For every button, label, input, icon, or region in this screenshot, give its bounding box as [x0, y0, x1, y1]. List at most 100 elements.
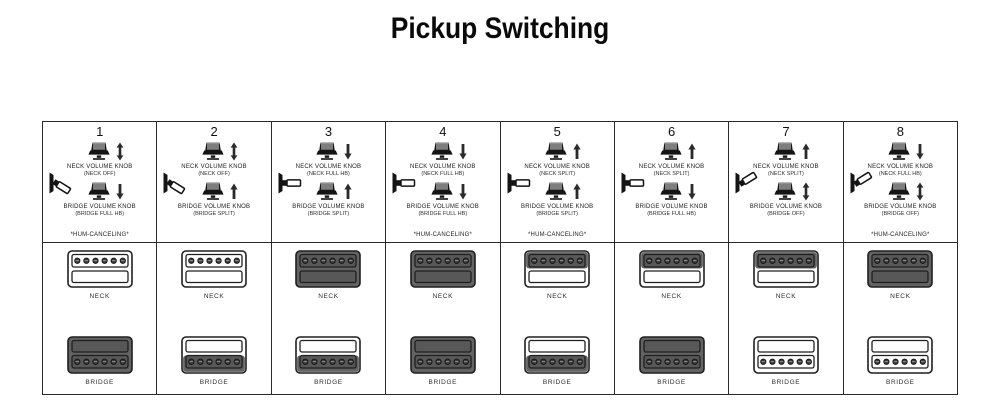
pickup-selector-switch-icon — [388, 166, 418, 200]
bridge-volume-knob-icon — [200, 181, 226, 202]
neck-knob-sublabel: (NECK FULL HB) — [421, 171, 465, 177]
neck-pickup-label: NECK — [661, 293, 682, 300]
pickup-section: NECK BRIDGE — [729, 243, 842, 394]
hum-canceling-note: *HUM-CANCELING* — [70, 232, 129, 238]
bridge-knob-arrow-icon — [458, 182, 468, 201]
neck-knob-arrow-icon — [687, 142, 697, 161]
switching-table: 1 NECK VOLUME KNOB (NECK OFF) BRIDGE VOL… — [42, 121, 958, 395]
neck-knob-row — [157, 140, 270, 163]
neck-knob-row — [386, 140, 499, 163]
bridge-pickup-label: BRIDGE — [657, 379, 686, 386]
bridge-knob-arrow-icon — [801, 182, 811, 201]
bridge-knob-label: BRIDGE VOLUME KNOB — [635, 204, 708, 210]
neck-knob-arrow-icon — [801, 142, 811, 161]
bridge-pickup-icon — [66, 336, 133, 374]
neck-pickup-label: NECK — [775, 293, 797, 300]
neck-knob-row — [272, 140, 385, 163]
neck-knob-row — [501, 140, 614, 163]
pickup-selector-switch-icon — [617, 166, 647, 200]
neck-pickup-label: NECK — [89, 293, 110, 300]
bridge-pickup-group: BRIDGE — [386, 336, 499, 386]
knob-section: 6 NECK VOLUME KNOB (NECK SPLIT) BRIDGE V… — [614, 122, 729, 243]
pickup-selector-switch-icon — [159, 166, 189, 200]
neck-volume-knob-icon — [314, 141, 340, 162]
bridge-volume-knob-icon — [886, 181, 912, 202]
knob-section: 3 NECK VOLUME KNOB (NECK FULL HB) BRIDGE… — [271, 122, 386, 243]
position-number: 1 — [96, 124, 104, 139]
bridge-pickup-group: BRIDGE — [272, 336, 385, 386]
bridge-knob-sublabel: (BRIDGE OFF) — [881, 211, 919, 217]
bridge-knob-sublabel: (BRIDGE FULL HB) — [75, 211, 125, 217]
bridge-knob-arrow-icon — [229, 182, 239, 201]
neck-knob-arrow-icon — [115, 142, 125, 161]
neck-knob-label: NECK VOLUME KNOB — [410, 164, 476, 170]
pickup-section: NECK BRIDGE — [157, 243, 270, 394]
neck-knob-row — [844, 140, 957, 163]
knob-section: 2 NECK VOLUME KNOB (NECK OFF) BRIDGE VOL… — [157, 122, 271, 243]
bridge-knob-sublabel: (BRIDGE FULL HB) — [418, 211, 468, 217]
neck-volume-knob-icon — [658, 141, 684, 162]
bridge-pickup-label: BRIDGE — [199, 379, 229, 386]
bridge-pickup-group: BRIDGE — [844, 336, 957, 386]
pickup-selector-switch-icon — [846, 166, 876, 200]
bridge-volume-knob-icon — [314, 181, 340, 202]
neck-knob-sublabel: (NECK FULL HB) — [306, 171, 350, 177]
position-number: 3 — [324, 124, 333, 139]
position-column: 2 NECK VOLUME KNOB (NECK OFF) BRIDGE VOL… — [157, 122, 272, 394]
position-column: 5 NECK VOLUME KNOB (NECK SPLIT) BRIDGE V… — [500, 122, 615, 394]
bridge-knob-arrow-icon — [687, 182, 697, 201]
neck-pickup-label: NECK — [432, 293, 454, 300]
bridge-volume-knob-icon — [772, 181, 798, 202]
bridge-knob-row — [844, 180, 957, 203]
position-number: 2 — [210, 124, 218, 139]
bridge-knob-label: BRIDGE VOLUME KNOB — [63, 204, 136, 210]
position-number: 6 — [667, 124, 676, 139]
neck-knob-label: NECK VOLUME KNOB — [638, 164, 705, 170]
page-title: Pickup Switching — [390, 12, 610, 45]
bridge-knob-row — [43, 180, 156, 203]
neck-knob-row — [615, 140, 728, 163]
bridge-volume-knob-icon — [86, 181, 112, 202]
position-number: 8 — [896, 124, 904, 139]
pickup-selector-switch-icon — [503, 166, 533, 200]
pickup-section: NECK BRIDGE — [43, 243, 156, 394]
neck-knob-label: NECK VOLUME KNOB — [753, 164, 819, 170]
neck-knob-sublabel: (NECK SPLIT) — [539, 171, 576, 177]
position-column: 7 NECK VOLUME KNOB (NECK SPLIT) BRIDGE V… — [729, 122, 844, 394]
position-number: 5 — [553, 124, 561, 139]
position-column: 1 NECK VOLUME KNOB (NECK OFF) BRIDGE VOL… — [43, 122, 158, 394]
pickup-section: NECK BRIDGE — [272, 243, 385, 394]
neck-pickup-group: NECK — [157, 250, 270, 300]
neck-pickup-group: NECK — [615, 250, 728, 300]
hum-canceling-note: *HUM-CANCELING* — [413, 232, 472, 238]
neck-volume-knob-icon — [200, 141, 226, 162]
neck-volume-knob-icon — [772, 141, 798, 162]
position-column: 4 NECK VOLUME KNOB (NECK FULL HB) BRIDGE… — [386, 122, 501, 394]
bridge-knob-label: BRIDGE VOLUME KNOB — [406, 204, 479, 210]
bridge-pickup-icon — [524, 336, 590, 374]
neck-pickup-group: NECK — [501, 250, 614, 300]
bridge-pickup-group: BRIDGE — [729, 336, 842, 386]
neck-knob-arrow-icon — [458, 142, 468, 161]
bridge-pickup-label: BRIDGE — [85, 379, 114, 386]
neck-knob-sublabel: (NECK SPLIT) — [768, 171, 804, 177]
hum-canceling-note: *HUM-CANCELING* — [528, 232, 587, 238]
neck-pickup-icon — [638, 250, 705, 288]
neck-knob-row — [729, 140, 842, 163]
neck-knob-arrow-icon — [572, 142, 582, 161]
neck-knob-sublabel: (NECK OFF) — [83, 171, 116, 177]
neck-pickup-icon — [867, 250, 934, 288]
position-column: 6 NECK VOLUME KNOB (NECK SPLIT) BRIDGE V… — [614, 122, 730, 394]
hum-canceling-note: *HUM-CANCELING* — [871, 232, 930, 238]
bridge-volume-knob-icon — [429, 181, 455, 202]
knob-section: 8 NECK VOLUME KNOB (NECK FULL HB) BRIDGE… — [843, 122, 957, 243]
knob-section: 1 NECK VOLUME KNOB (NECK OFF) BRIDGE VOL… — [43, 122, 157, 243]
neck-volume-knob-icon — [543, 141, 569, 162]
bridge-pickup-label: BRIDGE — [542, 379, 572, 386]
neck-pickup-icon — [524, 250, 590, 288]
bridge-knob-arrow-icon — [343, 182, 353, 201]
bridge-pickup-icon — [410, 336, 476, 374]
neck-knob-label: NECK VOLUME KNOB — [867, 164, 934, 170]
neck-volume-knob-icon — [429, 141, 455, 162]
